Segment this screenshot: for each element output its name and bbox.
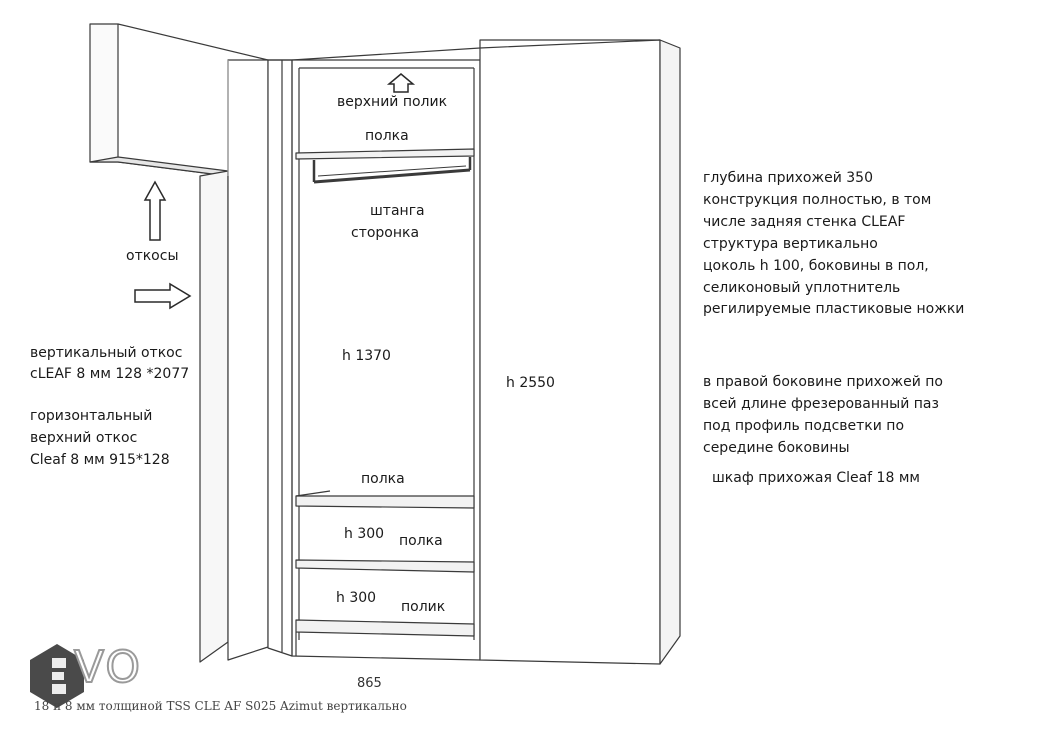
note-construction-line3: числе задняя стенка CLEAF [703,214,906,230]
label-h-lower-1: h 300 [344,526,385,542]
note-construction-line4: структура вертикально [703,236,878,252]
label-floor-shelf: полик [401,599,446,615]
label-shelf-lower: полка [399,533,443,549]
label-side: сторонка [351,225,420,241]
open-section [291,59,481,661]
logo-hexagon-icon [30,644,84,708]
note-horizontal-slope-line3: Cleaf 8 мм 915*128 [30,452,170,468]
right-arrow-icon [134,282,192,310]
note-lighting-line2: всей длине фрезерованный паз [703,396,939,412]
label-h-total: h 2550 [506,375,555,391]
note-lighting-line3: под профиль подсветки по [703,418,905,434]
note-vertical-slope-line2: cLEAF 8 мм 128 *2077 [30,366,190,382]
up-arrow-icon [143,180,167,241]
cabinet-door [479,39,661,665]
label-top-shelf: верхний полик [337,94,448,110]
note-construction-line5: цоколь h 100, боковины в пол, [703,258,929,274]
note-lighting-line1: в правой боковине прихожей по [703,374,943,390]
caption: 18 и 8 мм толщиной TSS CLE AF S025 Azimu… [34,699,407,713]
top-shelf-arrow-icon [386,73,416,93]
cabinet-left-side [267,59,293,657]
note-construction-line2: конструкция полностью, в том [703,192,932,208]
note-vertical-slope-line1: вертикальный откос [30,345,183,361]
note-lighting-line4: середине боковины [703,440,850,456]
label-h-lower-2: h 300 [336,590,377,606]
hanging-rod [312,157,472,184]
cabinet-right-side [659,39,681,665]
vertical-slope-panel [199,170,233,663]
label-shelf-mid: полка [361,471,405,487]
note-construction-line1: глубина прихожей 350 [703,170,873,186]
label-rod: штанга [370,203,425,219]
note-horizontal-slope-line2: верхний откос [30,430,138,446]
label-h-middle: h 1370 [342,348,391,364]
label-shelf-top: полка [365,128,409,144]
label-width: 865 [357,676,382,691]
logo-text: VO [73,642,142,693]
note-construction-line7: регилируемые пластиковые ножки [703,301,965,317]
note-construction-line6: селиконовый уплотнитель [703,280,901,296]
label-slopes: откосы [126,248,179,264]
note-cabinet: шкаф прихожая Cleaf 18 мм [712,470,920,486]
note-horizontal-slope-line1: горизонтальный [30,408,153,424]
